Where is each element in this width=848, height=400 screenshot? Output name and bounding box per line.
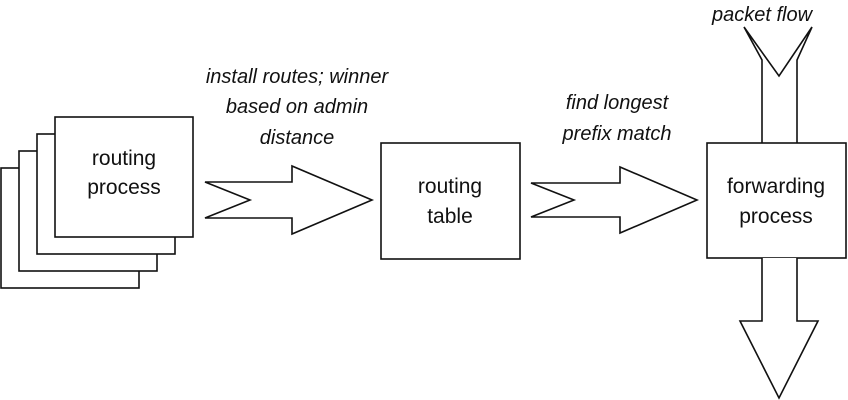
longest-prefix-arrow <box>530 165 700 235</box>
routing-table-box <box>380 142 521 260</box>
routing-process-stack <box>0 116 194 289</box>
packet-flow-out-arrow <box>738 258 820 400</box>
install-routes-note-line3: distance <box>260 127 335 149</box>
packet-flow-in-arrow <box>743 26 813 143</box>
routing-table-label-line1: routing <box>418 175 482 198</box>
install-routes-arrow <box>204 164 375 236</box>
install-routes-note-line1: install routes; winner <box>206 66 390 88</box>
routing-table-label-line2: table <box>427 205 473 228</box>
routing-process-label-line2: process <box>87 176 161 199</box>
forwarding-process-label-line2: process <box>739 205 813 228</box>
routing-process-label-line1: routing <box>92 147 156 170</box>
longest-prefix-note-line2: prefix match <box>562 123 672 145</box>
routing-process-box <box>54 116 194 238</box>
longest-prefix-note-line1: find longest <box>566 92 670 114</box>
forwarding-process-label-line1: forwarding <box>727 175 825 198</box>
install-routes-note-line2: based on admin <box>226 96 368 118</box>
packet-flow-label: packet flow <box>711 4 814 26</box>
forwarding-process-box <box>706 142 847 259</box>
